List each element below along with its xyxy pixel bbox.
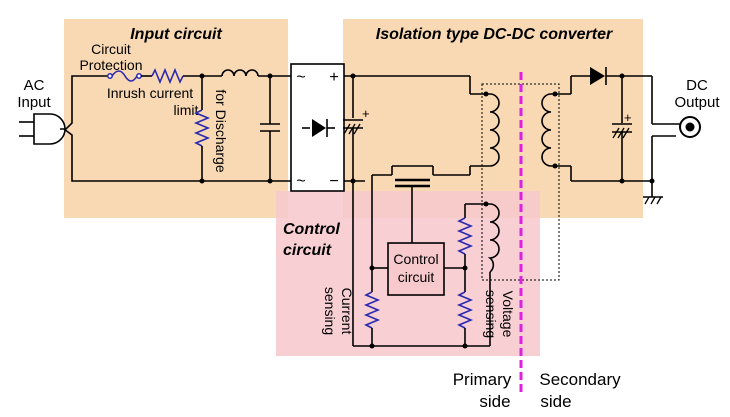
voltage-sense-resistor-bottom-icon xyxy=(456,291,474,329)
discharge-label: for Discharge xyxy=(213,89,229,172)
control-ic-box xyxy=(387,242,445,296)
current-sensing-label-line1: Current xyxy=(339,288,355,335)
voltage-sense-resistor-top-icon xyxy=(456,217,474,255)
control-ic-label-line2: circuit xyxy=(398,269,435,285)
ac-plug-icon xyxy=(19,113,66,145)
control-circuit-title-line1: Control xyxy=(283,221,340,238)
control-circuit-title-line2: circuit xyxy=(283,242,332,259)
circuit-protection-label-line2: Protection xyxy=(79,57,142,73)
ground-icon xyxy=(643,196,663,205)
rectifier-minus: − xyxy=(329,173,338,190)
voltage-sensing-label-line2: sensing xyxy=(483,290,499,338)
discharge-resistor-icon xyxy=(193,109,211,147)
secondary-side-label-line2: side xyxy=(540,392,571,411)
mosfet-switch-icon xyxy=(391,165,434,208)
input-circuit-title: Input circuit xyxy=(130,26,222,43)
bridge-rectifier: ~ + ~ − xyxy=(290,63,345,192)
output-capacitor-plus: + xyxy=(624,110,632,125)
circuit-protection-label-line1: Circuit xyxy=(91,41,131,57)
diode-icon xyxy=(312,119,326,137)
fuse-icon xyxy=(107,70,142,82)
current-sense-resistor-icon xyxy=(363,291,381,329)
converter-block xyxy=(343,19,643,218)
rectifier-ac-tilde-top: ~ xyxy=(296,69,305,86)
primary-side-label-line2: side xyxy=(479,392,510,411)
input-circuit-block xyxy=(64,19,288,218)
rectifier-ac-tilde-bottom: ~ xyxy=(296,173,305,190)
ac-input-label-line1: AC xyxy=(24,77,45,94)
current-sensing-label-line2: sensing xyxy=(322,287,338,335)
ac-input-label-line2: Input xyxy=(17,94,51,111)
transformer-aux-winding-icon xyxy=(487,203,500,273)
inrush-label-line1: Inrush current xyxy=(107,85,193,101)
primary-side-label-line1: Primary xyxy=(453,370,512,389)
rectifier-plus: + xyxy=(329,69,338,86)
transformer-secondary-winding-icon xyxy=(541,93,552,167)
control-ic-label-line1: Control xyxy=(393,251,438,267)
voltage-sensing-label-line1: Voltage xyxy=(500,291,516,338)
dc-output-label-line1: DC xyxy=(686,77,708,94)
transformer-primary-winding-icon xyxy=(489,93,500,167)
dc-output-jack-icon xyxy=(679,116,701,138)
converter-title: Isolation type DC-DC converter xyxy=(376,26,613,43)
secondary-side-label-line1: Secondary xyxy=(539,370,621,389)
inrush-resistor-icon xyxy=(151,67,184,85)
choke-coil-icon xyxy=(221,69,259,77)
inrush-label-line2: limit xyxy=(174,102,199,118)
transformer-enclosure xyxy=(481,83,560,281)
dc-output-label-line2: Output xyxy=(674,94,720,111)
bulk-capacitor-plus: + xyxy=(362,106,370,121)
